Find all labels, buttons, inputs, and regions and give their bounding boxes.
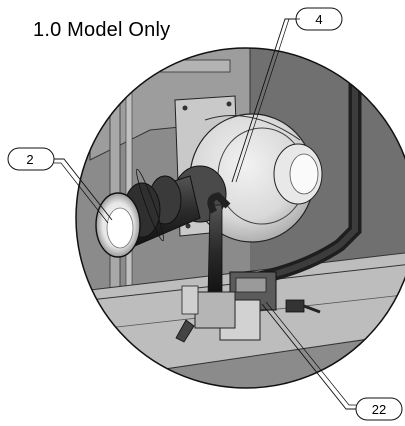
figure-title: 1.0 Model Only xyxy=(33,19,171,41)
svg-text:2: 2 xyxy=(26,152,33,167)
svg-text:4: 4 xyxy=(315,12,322,27)
callout-2: 2 xyxy=(7,147,113,224)
detail-view xyxy=(76,48,405,388)
detail-circle-outline xyxy=(75,47,405,389)
callout-22: 22 xyxy=(261,301,403,421)
callout-4: 4 xyxy=(231,7,343,183)
svg-text:22: 22 xyxy=(372,402,386,417)
